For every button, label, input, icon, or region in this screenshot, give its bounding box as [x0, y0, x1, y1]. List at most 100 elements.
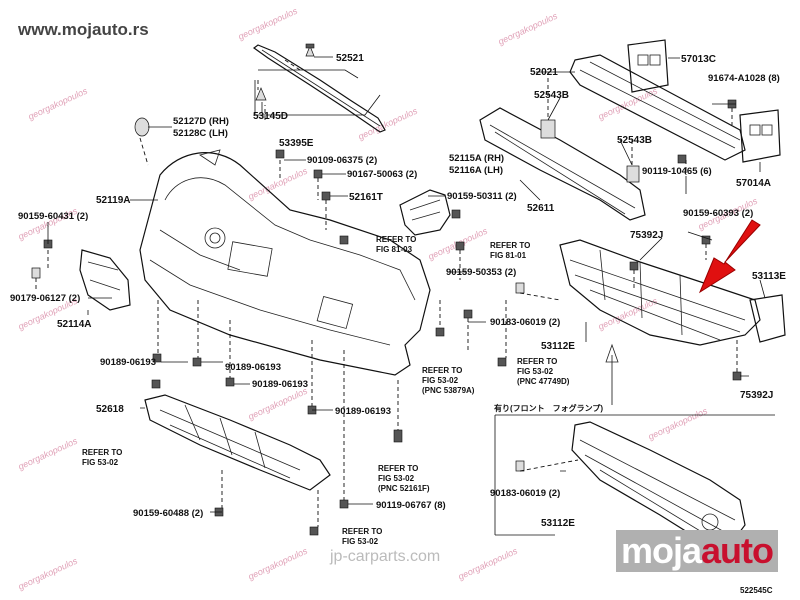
callout-90167-50063[interactable]: 90167-50063 (2) [347, 169, 417, 180]
svg-text:FIG 53-02: FIG 53-02 [342, 537, 379, 546]
callout-90159-50353[interactable]: 90159-50353 (2) [446, 267, 516, 278]
part-tow-cover-52127d[interactable] [134, 117, 150, 137]
fog-lamp-note: 有り(フロント フォグランプ) [494, 403, 603, 413]
callout-75392j-a[interactable]: 75392J [630, 230, 663, 241]
svg-text:(PNC 53879A): (PNC 53879A) [422, 386, 475, 395]
callout-90179-06127[interactable]: 90179-06127 (2) [10, 293, 80, 304]
callout-52115a[interactable]: 52115A (RH) [449, 153, 504, 164]
svg-text:georgakopoulos: georgakopoulos [497, 10, 560, 46]
callout-90159-60488[interactable]: 90159-60488 (2) [133, 508, 203, 519]
callout-53395e[interactable]: 53395E [279, 138, 314, 149]
callout-52021[interactable]: 52021 [530, 67, 558, 78]
callout-52127d[interactable]: 52127D (RH) [173, 116, 229, 127]
ref-fig-53-02-bottom[interactable]: REFER TO FIG 53-02 [342, 527, 382, 546]
svg-text:georgakopoulos: georgakopoulos [597, 85, 660, 121]
svg-text:REFER TO: REFER TO [378, 464, 418, 473]
svg-text:(PNC 52161F): (PNC 52161F) [378, 484, 430, 493]
part-lower-absorber-52618[interactable] [144, 394, 331, 491]
callout-52161t[interactable]: 52161T [349, 192, 383, 203]
fog-bracket [494, 414, 775, 536]
callout-52128c[interactable]: 52128C (LH) [173, 128, 228, 139]
svg-text:georgakopoulos: georgakopoulos [237, 5, 300, 41]
part-grille-53112e-b[interactable] [571, 421, 746, 546]
callout-52611[interactable]: 52611 [527, 203, 555, 214]
callout-90189-06193-d[interactable]: 90189-06193 [335, 406, 391, 417]
callout-90189-06193-c[interactable]: 90189-06193 [252, 379, 308, 390]
brand-logo: mojaauto [616, 530, 778, 572]
svg-text:georgakopoulos: georgakopoulos [17, 435, 80, 471]
svg-text:FIG 81-03: FIG 81-03 [376, 245, 413, 254]
callout-52618[interactable]: 52618 [96, 404, 124, 415]
part-bracket-53113e[interactable] [749, 294, 786, 343]
part-bumper-cover-52119a[interactable] [139, 149, 431, 376]
svg-text:georgakopoulos: georgakopoulos [27, 85, 90, 121]
callout-53112e-a[interactable]: 53112E [541, 341, 575, 352]
callout-75392j-b[interactable]: 75392J [740, 390, 773, 401]
svg-text:georgakopoulos: georgakopoulos [247, 385, 310, 421]
dash-molding [257, 59, 301, 120]
dash-leaders [35, 78, 738, 527]
part-pad-52543b-a[interactable] [540, 119, 556, 139]
site-url[interactable]: www.mojauto.rs [18, 20, 149, 39]
diagram-code: 522545C [740, 586, 773, 595]
callout-53113e[interactable]: 53113E [752, 271, 786, 282]
callout-90159-60393[interactable]: 90159-60393 (2) [683, 208, 753, 219]
callout-52116a[interactable]: 52116A (LH) [449, 165, 503, 176]
part-bracket-57014a[interactable] [739, 109, 781, 163]
svg-text:FIG 81-01: FIG 81-01 [490, 251, 527, 260]
svg-text:georgakopoulos: georgakopoulos [647, 405, 710, 441]
ref-fig-53-02-pnc-47749d[interactable]: REFER TO FIG 53-02 (PNC 47749D) [517, 357, 570, 386]
callout-52521[interactable]: 52521 [336, 53, 364, 64]
callout-53145d[interactable]: 53145D [253, 111, 288, 122]
callout-90119-06767[interactable]: 90119-06767 (8) [376, 500, 446, 511]
ref-fig-81-01[interactable]: REFER TO FIG 81-01 [490, 241, 530, 260]
bracket-53395e [254, 69, 381, 116]
svg-text:REFER TO: REFER TO [82, 448, 122, 457]
ref-fig-53-02-pnc-52161f[interactable]: REFER TO FIG 53-02 (PNC 52161F) [378, 464, 430, 493]
callout-90189-06193-a[interactable]: 90189-06193 [100, 357, 156, 368]
part-bracket-57013c[interactable] [627, 39, 669, 93]
callout-90183-06019-b[interactable]: 90183-06019 (2) [490, 488, 560, 499]
callout-90109-06375[interactable]: 90109-06375 (2) [307, 155, 377, 166]
svg-text:georgakopoulos: georgakopoulos [17, 555, 80, 591]
svg-text:REFER TO: REFER TO [376, 235, 416, 244]
callout-52119a[interactable]: 52119A [96, 195, 130, 206]
ref-fig-53-02-left[interactable]: REFER TO FIG 53-02 [82, 448, 122, 467]
callout-90119-10465[interactable]: 90119-10465 (6) [642, 166, 712, 177]
part-molding-53395e[interactable] [252, 44, 386, 133]
svg-text:(PNC 47749D): (PNC 47749D) [517, 377, 570, 386]
ref-fig-81-03[interactable]: REFER TO FIG 81-03 [376, 235, 416, 254]
callout-57013c[interactable]: 57013C [681, 54, 716, 65]
svg-text:FIG 53-02: FIG 53-02 [378, 474, 415, 483]
callout-52543b-b[interactable]: 52543B [617, 135, 652, 146]
part-bracket-52114a[interactable] [79, 249, 131, 311]
part-reinforcement-52021[interactable] [569, 54, 746, 161]
callout-53112e-b[interactable]: 53112E [541, 518, 575, 529]
source-watermark: jp-carparts.com [330, 548, 441, 565]
callout-91674-a1028[interactable]: 91674-A1028 (8) [708, 73, 780, 84]
part-bracket-52115a[interactable] [399, 189, 451, 236]
callout-57014a[interactable]: 57014A [736, 178, 771, 189]
part-grille-53112e-a[interactable] [559, 239, 761, 346]
svg-text:FIG 53-02: FIG 53-02 [422, 376, 459, 385]
svg-text:REFER TO: REFER TO [517, 357, 557, 366]
callout-90183-06019-a[interactable]: 90183-06019 (2) [490, 317, 560, 328]
clip-52521[interactable] [305, 43, 315, 57]
callout-leaders [47, 56, 766, 513]
callout-90159-50311[interactable]: 90159-50311 (2) [447, 191, 517, 202]
svg-text:FIG 53-02: FIG 53-02 [517, 367, 554, 376]
svg-text:REFER TO: REFER TO [342, 527, 382, 536]
part-absorber-52611[interactable] [479, 107, 646, 221]
svg-text:georgakopoulos: georgakopoulos [457, 545, 520, 581]
callout-90159-60431[interactable]: 90159-60431 (2) [18, 211, 88, 222]
svg-text:georgakopoulos: georgakopoulos [247, 165, 310, 201]
callout-52543b-a[interactable]: 52543B [534, 90, 569, 101]
part-pad-52543b-b[interactable] [626, 165, 640, 183]
arrow-up-icon [605, 343, 619, 405]
svg-text:georgakopoulos: georgakopoulos [247, 545, 310, 581]
clip-53145d[interactable] [255, 87, 267, 101]
callout-90189-06193-b[interactable]: 90189-06193 [225, 362, 281, 373]
ref-fig-53-02-pnc-53879a[interactable]: REFER TO FIG 53-02 (PNC 53879A) [422, 366, 475, 395]
callout-52114a[interactable]: 52114A [57, 319, 91, 330]
